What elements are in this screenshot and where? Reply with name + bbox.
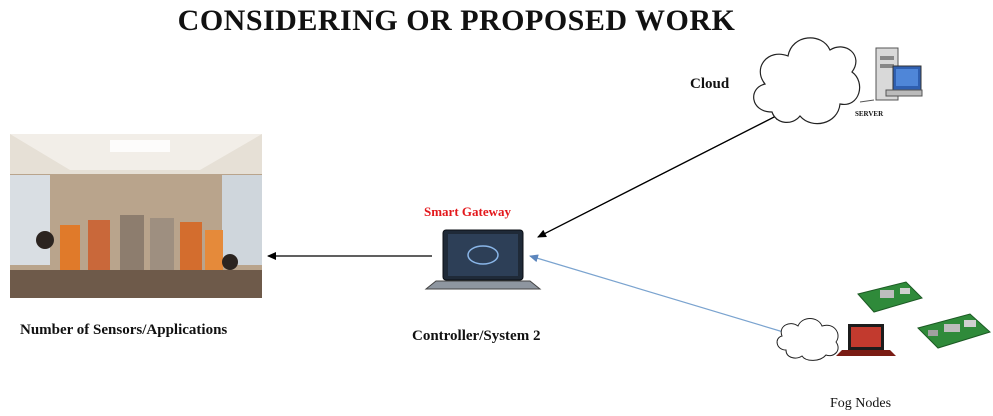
cloud-label: Cloud [690,76,730,92]
train-interior-photo [10,134,262,298]
fog-nodes-label: Fog Nodes [830,396,892,411]
server-label: SERVER [855,110,884,118]
controller-label: Controller/System 2 [412,328,541,344]
small-cloud-icon [776,318,839,361]
diagram-title: CONSIDERING OR PROPOSED WORK [177,4,736,37]
cloud-icon [753,37,861,125]
raspberry-pi-icon-2 [917,313,991,349]
smart-gateway-label: Smart Gateway [424,204,512,219]
raspberry-pi-icon [857,281,923,313]
sensors-label: Number of Sensors/Applications [20,322,228,338]
fog-to-gateway-arrow [529,254,791,335]
fog-laptop-icon [836,324,896,356]
laptop-icon [424,229,542,290]
server-icon [859,47,923,103]
